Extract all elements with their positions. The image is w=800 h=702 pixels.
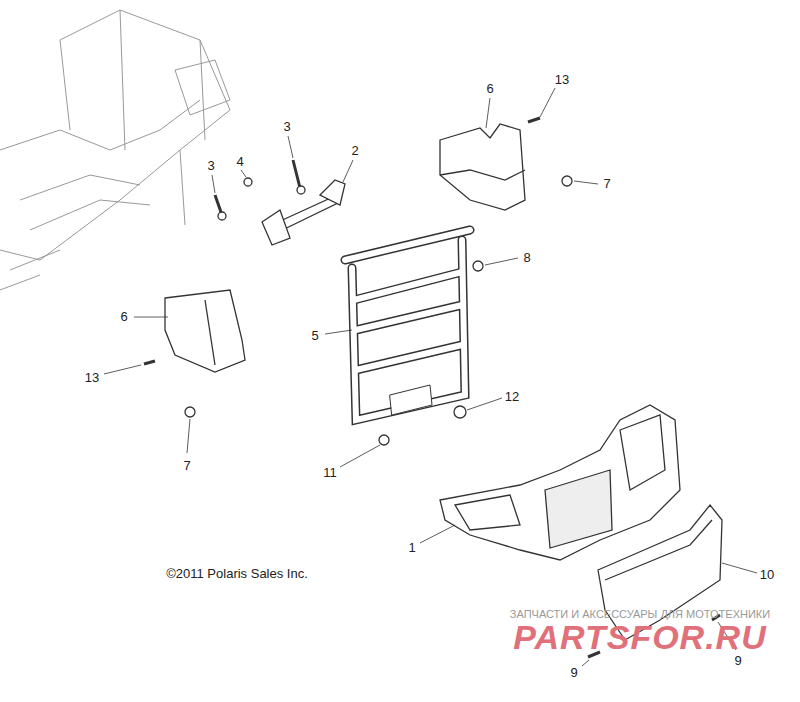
chassis-outline xyxy=(0,10,230,260)
callout-number: 2 xyxy=(351,144,358,157)
callout-number: 11 xyxy=(323,466,337,479)
callout-number: 10 xyxy=(760,568,774,581)
callout-number: 7 xyxy=(603,177,610,190)
screw xyxy=(144,361,155,364)
bumper-cover-edge xyxy=(605,520,712,580)
chassis-tube xyxy=(0,250,60,290)
callout-number: 3 xyxy=(283,120,290,133)
bolt-head xyxy=(218,212,226,220)
watermark: ЗАПЧАСТИ И АКСЕССУАРЫ ДЛЯ МОТОТЕХНИКИ xyxy=(510,609,770,620)
chassis-tube xyxy=(60,10,205,225)
nut xyxy=(244,178,252,186)
bolt-head xyxy=(297,186,305,194)
frame-tube xyxy=(345,230,470,420)
cover-edge xyxy=(205,300,215,365)
callout-number: 13 xyxy=(555,73,569,86)
screw xyxy=(528,118,540,122)
callout-number: 3 xyxy=(207,159,214,172)
clip xyxy=(473,261,483,271)
clip xyxy=(562,176,572,186)
cover-edge xyxy=(440,170,525,180)
callout-number: 12 xyxy=(505,390,519,403)
callout-number: 6 xyxy=(120,310,127,323)
frame-mount xyxy=(390,385,432,415)
callout-number: 1 xyxy=(408,541,415,554)
callout-number: 9 xyxy=(734,654,741,667)
front-bumper xyxy=(440,405,680,560)
cover-panel xyxy=(165,290,245,372)
callout-number: 13 xyxy=(85,371,99,384)
callout-number: 6 xyxy=(486,82,493,95)
callout-number: 7 xyxy=(183,459,190,472)
clip xyxy=(185,407,195,417)
bracket xyxy=(262,210,290,245)
bolt xyxy=(293,160,300,188)
bracket xyxy=(320,180,345,205)
frame-tube xyxy=(345,230,470,420)
cover-panel xyxy=(440,124,525,210)
callout-number: 5 xyxy=(311,329,318,342)
bumper-light-bay xyxy=(455,495,520,530)
bumper-grille xyxy=(545,470,612,548)
bumper-light-bay xyxy=(620,415,665,490)
clip xyxy=(454,406,466,418)
watermark: PARTSFOR.RU xyxy=(513,620,766,654)
leader-lines xyxy=(104,88,757,666)
chassis-tube xyxy=(0,100,200,150)
callout-number: 8 xyxy=(523,251,530,264)
callout-number: 9 xyxy=(570,666,577,679)
copyright-note: ©2011 Polaris Sales Inc. xyxy=(166,567,308,580)
callout-number: 4 xyxy=(236,155,243,168)
clip xyxy=(379,435,389,445)
chassis-tube xyxy=(20,175,150,230)
